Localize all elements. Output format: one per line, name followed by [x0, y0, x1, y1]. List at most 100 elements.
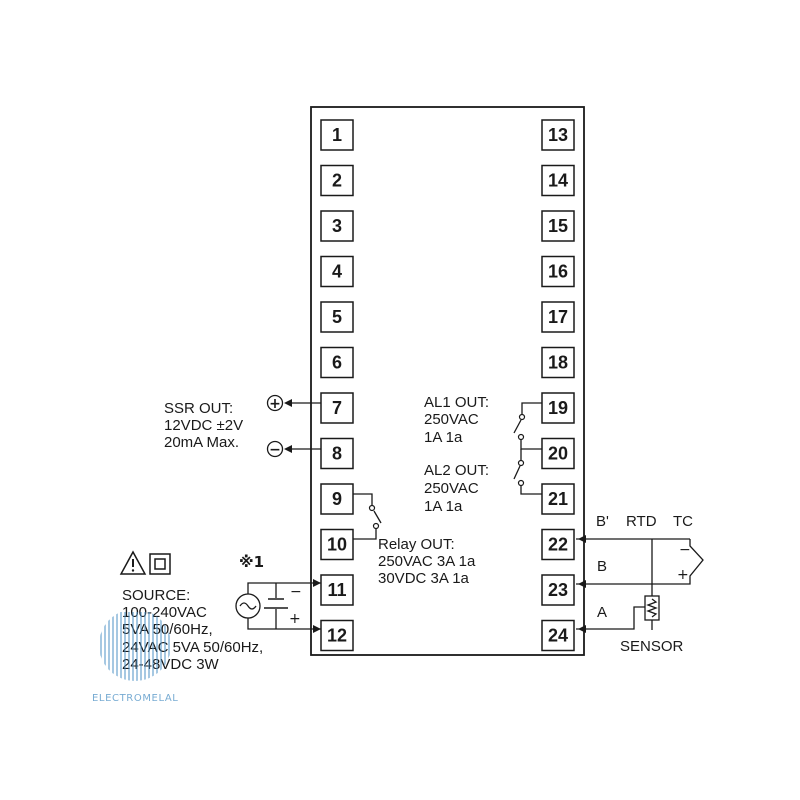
- source-label-line5: 24-48VDC 3W: [122, 656, 220, 673]
- sensor-label: SENSOR: [620, 638, 684, 655]
- terminal-9: 9: [320, 483, 354, 515]
- source-label-line3: 5VA 50/60Hz,: [122, 621, 213, 638]
- terminal-number: 15: [548, 216, 568, 236]
- terminal-number: 23: [548, 580, 568, 600]
- terminal-number: 9: [332, 489, 342, 509]
- terminal-24: 24: [541, 619, 575, 652]
- tc-plus-symbol: +: [677, 567, 689, 583]
- dc-plus-symbol: +: [289, 611, 301, 627]
- terminal-number: 16: [548, 262, 568, 282]
- terminal-box: [541, 301, 575, 333]
- terminal-number: 5: [332, 307, 342, 327]
- terminal-box: [320, 210, 354, 242]
- ssr-label-line1: SSR OUT:: [164, 400, 233, 417]
- terminal-box: [320, 483, 354, 515]
- terminal-box: [320, 301, 354, 333]
- terminal-2: 2: [320, 164, 354, 197]
- terminal-21: 21: [541, 483, 575, 515]
- terminal-19: 19: [541, 392, 575, 424]
- terminal-6: 6: [320, 346, 354, 379]
- terminal-18: 18: [541, 346, 575, 379]
- right-terminal-column: 13 14 15 16 17 18 19 20 21 22 23 24: [541, 119, 575, 652]
- controller-body: [310, 106, 585, 656]
- terminal-5: 5: [320, 301, 354, 333]
- ssr-plus-symbol: +: [269, 396, 281, 412]
- watermark-text: ELECTROMELAL: [92, 693, 178, 704]
- terminal-3: 3: [320, 210, 354, 242]
- sensor-tc-label: TC: [673, 513, 693, 530]
- relay-output: Relay OUT: 250VAC 3A 1a 30VDC 3A 1a: [353, 493, 476, 587]
- ssr-output: + − SSR OUT: 12VDC ±2V 20mA Max.: [164, 394, 321, 458]
- warning-triangle-icon: [119, 550, 147, 575]
- terminal-13: 13: [541, 119, 575, 151]
- terminal-number: 8: [332, 444, 342, 464]
- terminal-22: 22: [541, 528, 575, 561]
- terminal-box: [320, 255, 354, 288]
- al2-label-line2: 250VAC: [424, 480, 479, 497]
- double-insulation-icon: [149, 553, 171, 575]
- al1-output: AL1 OUT: 250VAC 1A 1a: [424, 394, 542, 450]
- terminal-number: 14: [548, 171, 568, 191]
- ssr-minus-icon: [266, 440, 284, 458]
- terminal-number: 19: [548, 398, 568, 418]
- terminal-14: 14: [541, 164, 575, 197]
- terminal-number: 6: [332, 353, 342, 373]
- terminal-number: 13: [548, 125, 568, 145]
- power-source: − + ※1 SOURCE: 100-240VAC 5VA 50/60Hz, 2…: [119, 550, 321, 673]
- terminal-box: [541, 210, 575, 242]
- dc-minus-symbol: −: [290, 584, 302, 600]
- terminal-box: [541, 437, 575, 470]
- note-mark: ※1: [239, 553, 264, 571]
- terminal-box: [320, 164, 354, 197]
- terminal-box: [320, 119, 354, 151]
- terminal-number: 11: [327, 580, 346, 600]
- al1-label-line1: AL1 OUT:: [424, 394, 489, 411]
- terminal-number: 17: [548, 307, 568, 327]
- terminal-number: 12: [327, 626, 347, 646]
- terminal-number: 21: [548, 489, 568, 509]
- terminal-number: 2: [332, 171, 342, 191]
- terminal-box: [320, 528, 354, 561]
- terminal-box: [541, 164, 575, 197]
- terminal-1: 1: [320, 119, 354, 151]
- al1-label-line2: 250VAC: [424, 411, 479, 428]
- terminal-box: [320, 619, 354, 652]
- sensor-b-prime-label: B': [596, 513, 609, 530]
- terminal-number: 18: [548, 353, 568, 373]
- terminal-box: [541, 574, 575, 606]
- sensor-wiring: − + B' RTD TC B A SENSOR: [576, 513, 704, 655]
- terminal-16: 16: [541, 255, 575, 288]
- terminal-box: [320, 437, 354, 470]
- source-label-line1: SOURCE:: [122, 587, 190, 604]
- relay-label-line3: 30VDC 3A 1a: [378, 570, 470, 587]
- terminal-box: [541, 619, 575, 652]
- terminal-box: [541, 528, 575, 561]
- terminal-number: 7: [332, 398, 342, 418]
- al2-output: AL2 OUT: 250VAC 1A 1a: [424, 449, 542, 515]
- terminal-number: 4: [332, 262, 342, 282]
- terminal-box: [541, 483, 575, 515]
- terminal-number: 1: [332, 125, 342, 145]
- terminal-15: 15: [541, 210, 575, 242]
- tc-minus-symbol: −: [679, 542, 691, 558]
- sensor-a-label: A: [597, 604, 607, 621]
- source-label-line4: 24VAC 5VA 50/60Hz,: [122, 639, 263, 656]
- sensor-rtd-label: RTD: [626, 513, 657, 530]
- ssr-minus-symbol: −: [269, 442, 281, 458]
- relay-label-line1: Relay OUT:: [378, 536, 455, 553]
- al1-label-line3: 1A 1a: [424, 429, 463, 446]
- terminal-box: [541, 346, 575, 379]
- terminal-number: 3: [332, 216, 342, 236]
- terminal-number: 20: [548, 444, 568, 464]
- ssr-label-line2: 12VDC ±2V: [164, 417, 243, 434]
- ssr-label-line3: 20mA Max.: [164, 434, 239, 451]
- terminal-12: 12: [320, 619, 354, 652]
- terminal-number: 24: [548, 626, 568, 646]
- terminal-box: [320, 574, 354, 606]
- al2-label-line3: 1A 1a: [424, 498, 463, 515]
- terminal-number: 10: [327, 535, 347, 555]
- terminal-20: 20: [541, 437, 575, 470]
- terminal-box: [320, 392, 354, 424]
